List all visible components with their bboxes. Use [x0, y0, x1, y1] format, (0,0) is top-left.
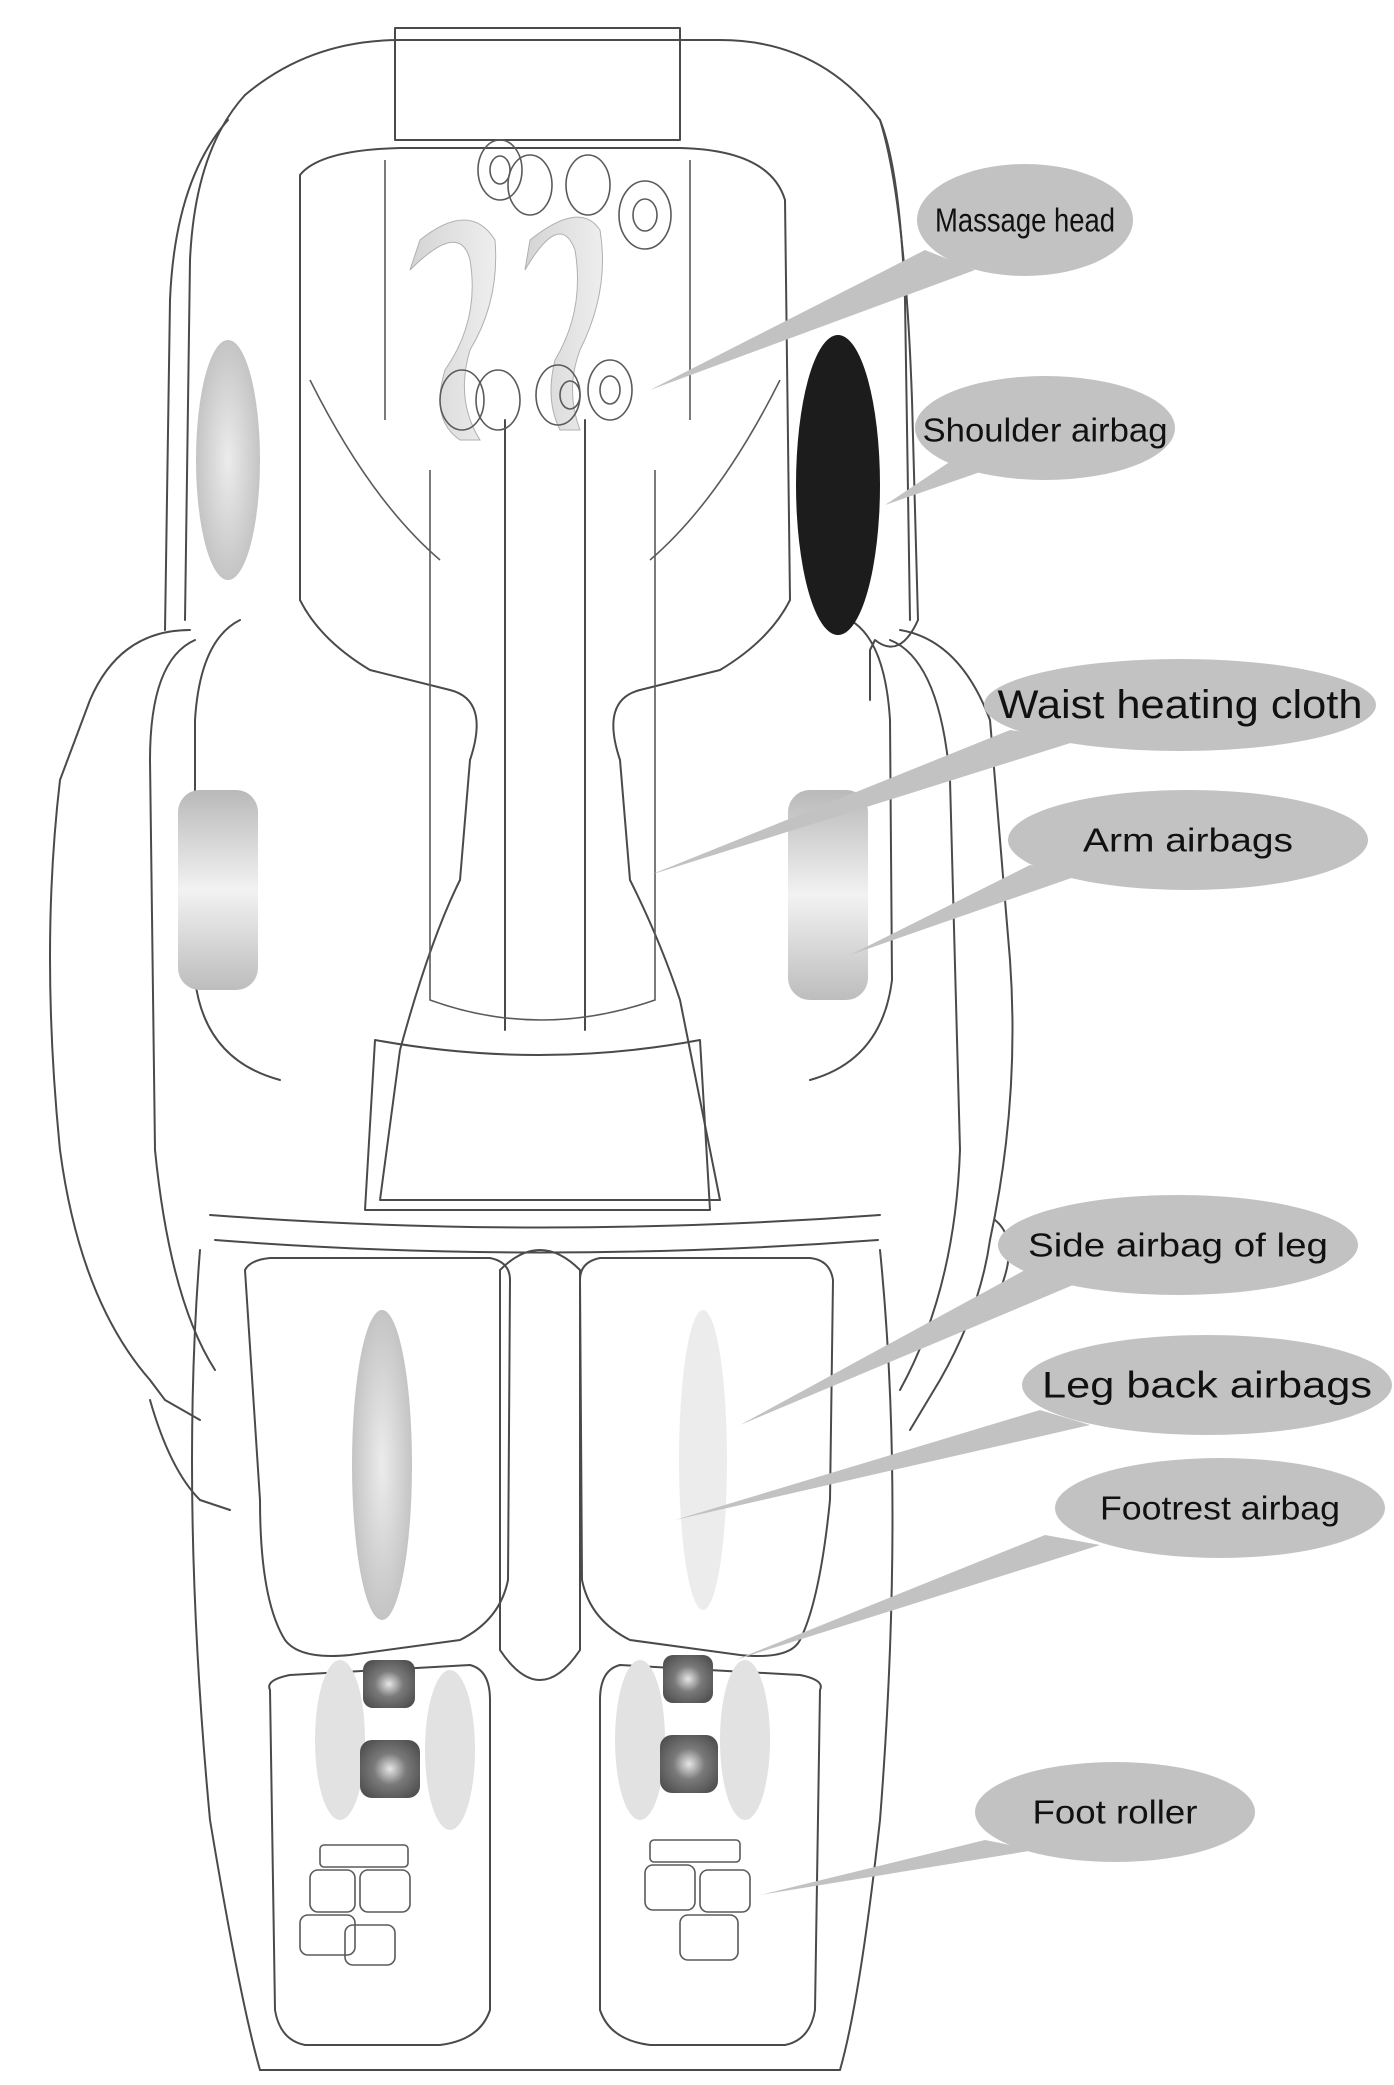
- shoulder-airbag-right: [796, 335, 880, 635]
- label-side-airbag-of-leg: Side airbag of leg: [1028, 1227, 1328, 1264]
- label-leg-back-airbags: Leg back airbags: [1042, 1365, 1372, 1406]
- airbags: [178, 335, 880, 1830]
- label-footrest-airbag: Footrest airbag: [1100, 1490, 1340, 1527]
- chair-outline: [50, 28, 1013, 2070]
- massage-head-rollers: [410, 140, 671, 440]
- foot-roller-mechanisms: [300, 1840, 750, 1965]
- callout-arm-airbags: Arm airbags: [850, 790, 1368, 955]
- leg-back-airbag-left: [352, 1310, 412, 1620]
- callout-foot-roller: Foot roller: [760, 1762, 1255, 1895]
- shoulder-airbag-left: [196, 340, 260, 580]
- leg-back-airbag-right: [679, 1310, 727, 1610]
- label-arm-airbags: Arm airbags: [1083, 822, 1293, 859]
- callout-massage-head: Massage head: [650, 164, 1133, 390]
- label-foot-roller: Foot roller: [1033, 1794, 1198, 1831]
- label-massage-head: Massage head: [935, 202, 1115, 239]
- label-shoulder-airbag: Shoulder airbag: [923, 412, 1168, 449]
- callout-shoulder-airbag: Shoulder airbag: [885, 376, 1175, 505]
- callout-footrest-airbag: Footrest airbag: [735, 1458, 1385, 1660]
- label-waist-heating-cloth: Waist heating cloth: [998, 683, 1363, 727]
- arm-airbag-left: [178, 790, 258, 990]
